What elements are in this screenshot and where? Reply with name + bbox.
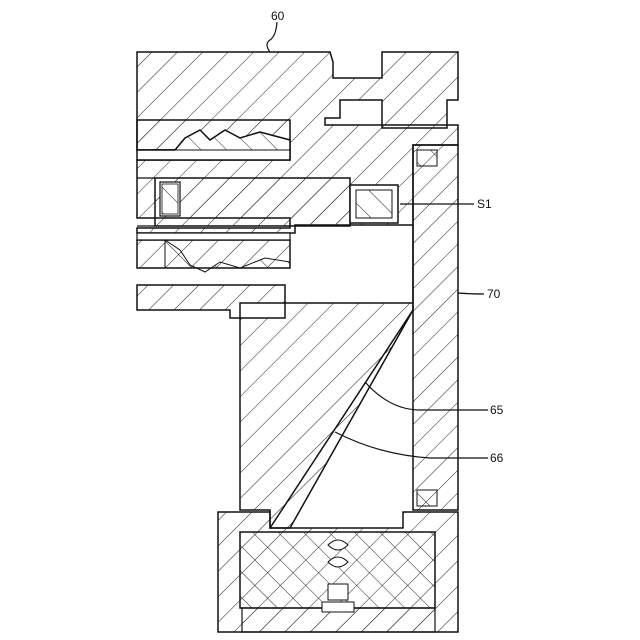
plate-70 <box>413 145 458 510</box>
shaft <box>137 178 350 226</box>
label-s1: S1 <box>477 197 492 211</box>
label-60: 60 <box>271 9 285 23</box>
label-65: 65 <box>490 403 504 417</box>
housing-60 <box>137 52 458 528</box>
sensor-s1 <box>350 185 398 223</box>
bottom-block <box>218 512 458 632</box>
label-70: 70 <box>487 287 501 301</box>
label-66: 66 <box>490 451 504 465</box>
